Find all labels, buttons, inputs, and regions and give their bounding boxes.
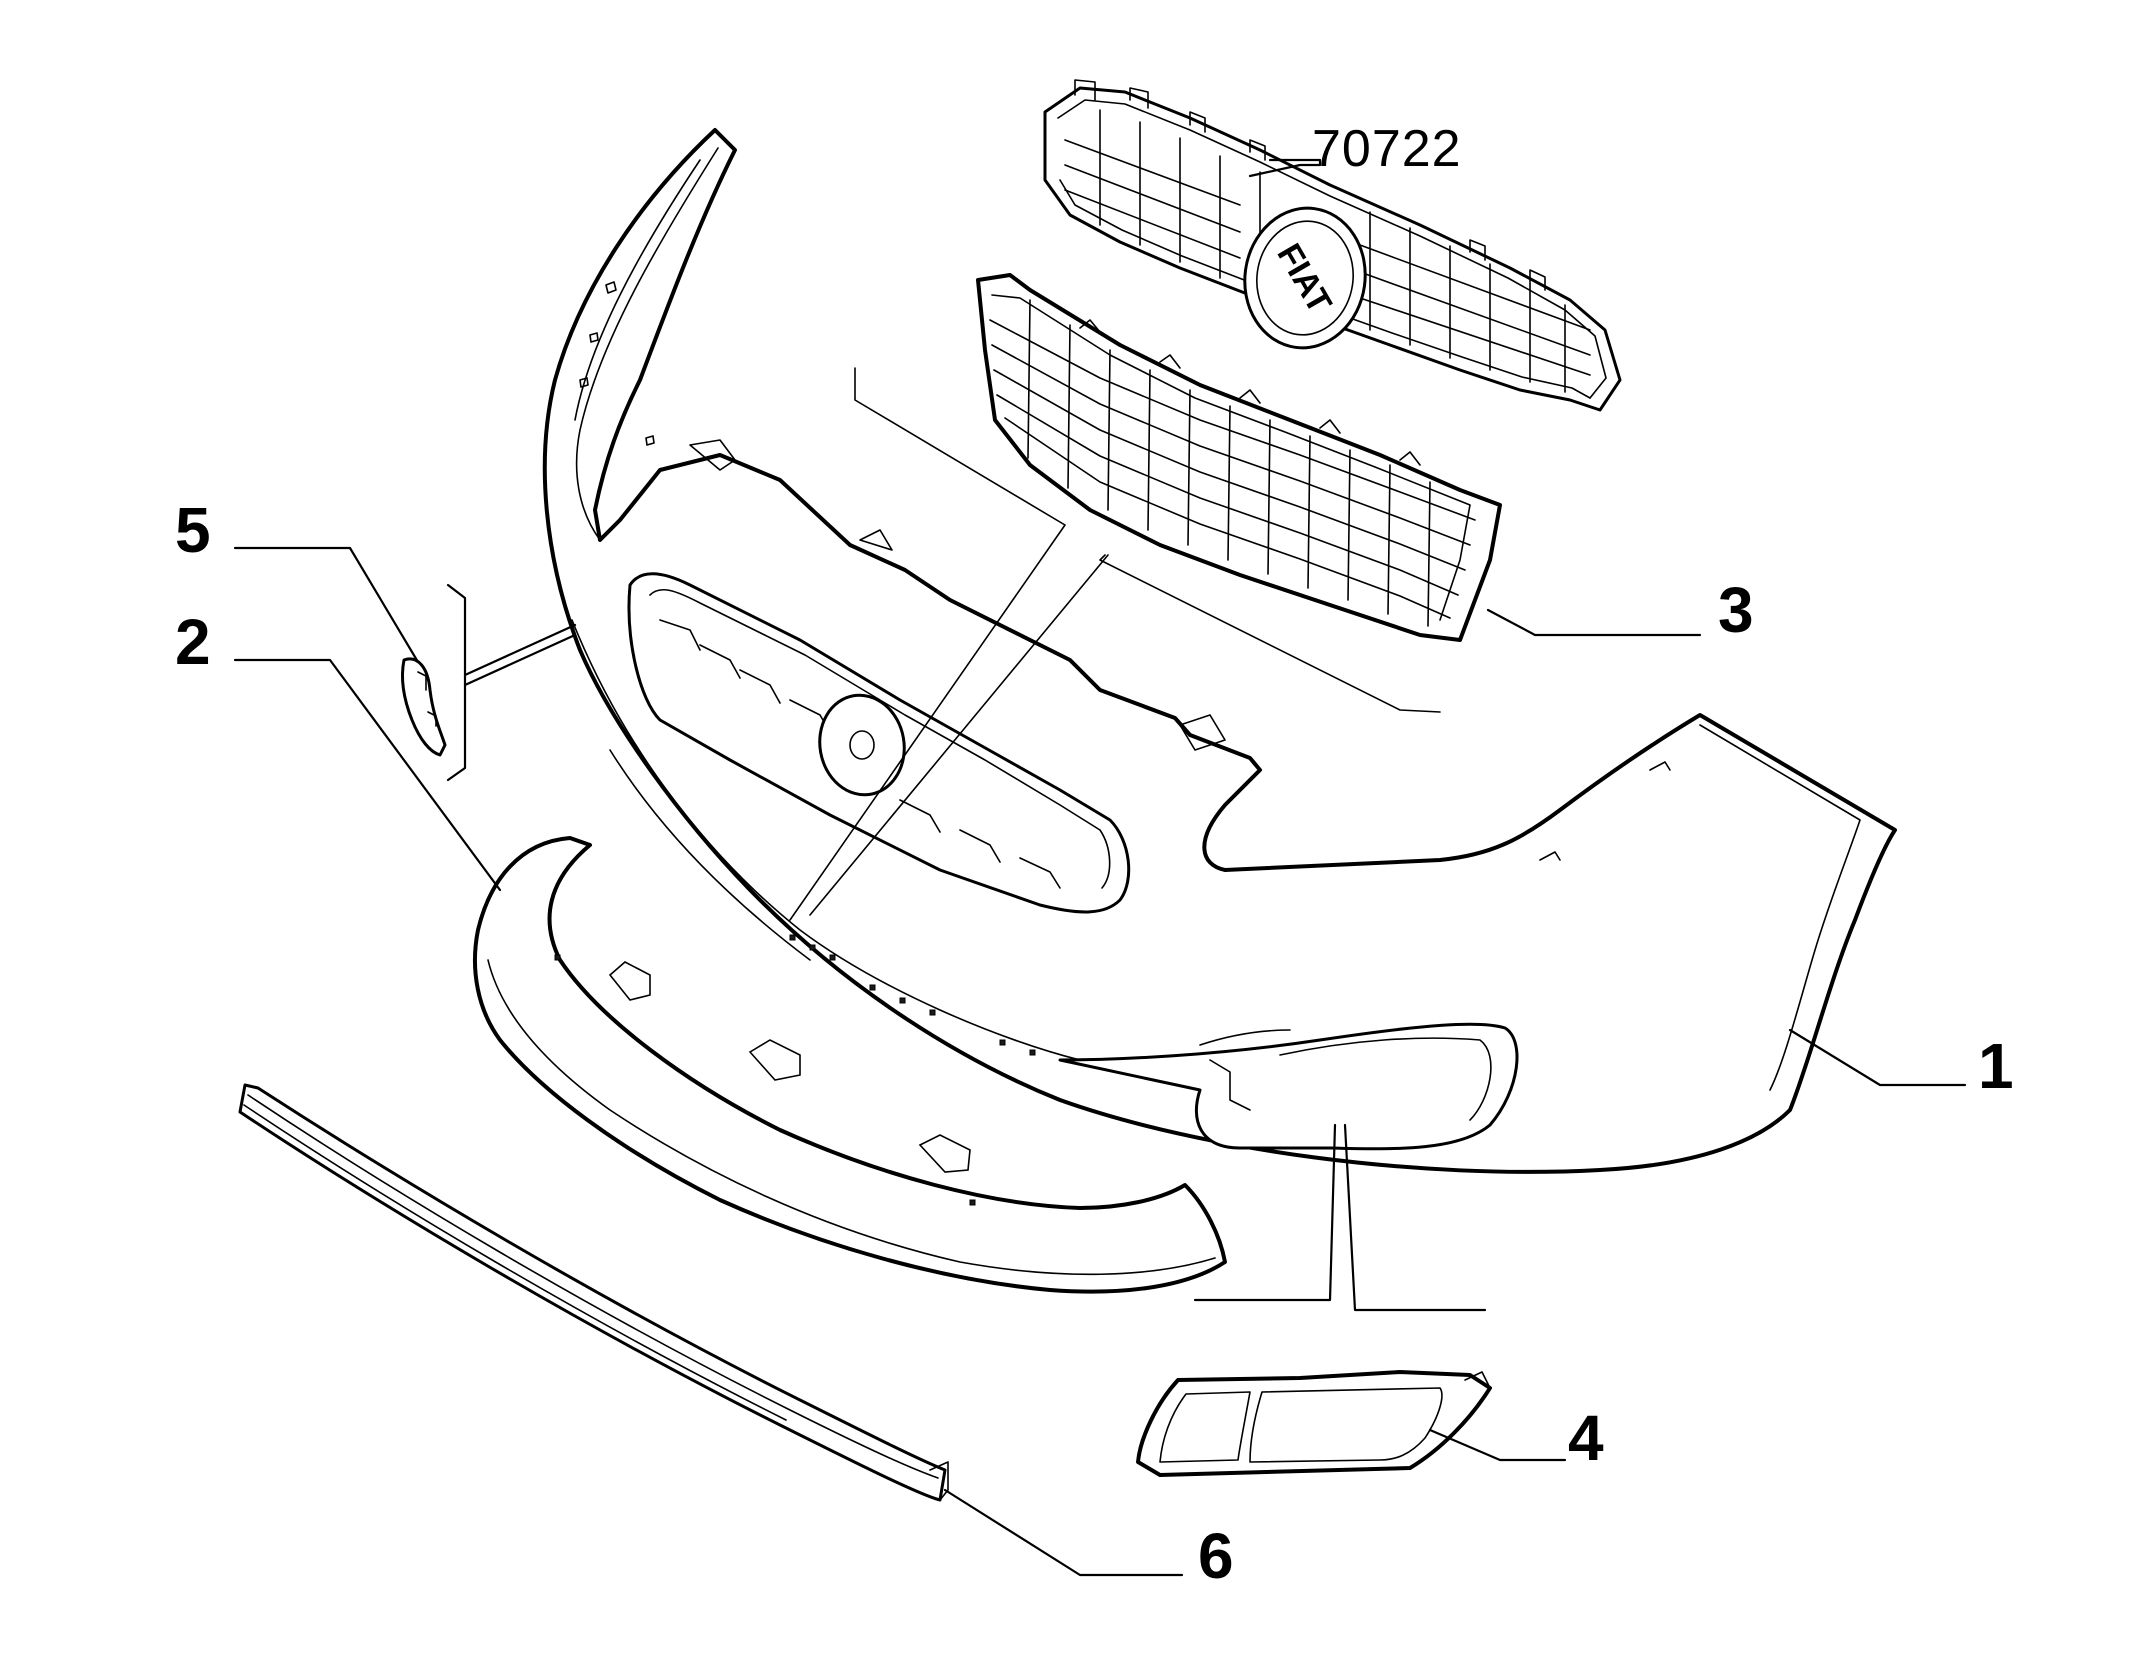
callout-item-5: 5 xyxy=(175,494,211,566)
callout-item-2: 2 xyxy=(175,606,211,678)
callout-item-3: 3 xyxy=(1718,574,1754,646)
callout-item-4: 4 xyxy=(1568,1402,1604,1474)
callout-item-1: 1 xyxy=(1978,1030,2014,1102)
tow-hook-cover xyxy=(400,657,447,757)
fog-lamp-trim xyxy=(1136,1370,1492,1477)
callout-part-number: 70722 xyxy=(1312,120,1462,178)
upper-grille: FIAT xyxy=(1043,79,1622,412)
lower-spoiler xyxy=(472,836,1227,1294)
leader-lines xyxy=(233,158,1967,1577)
callout-labels: 70722 5 2 3 1 4 6 xyxy=(175,120,2014,1592)
lower-grille xyxy=(976,273,1502,642)
callout-item-6: 6 xyxy=(1198,1520,1234,1592)
bumper-shell xyxy=(542,128,1897,1174)
trim-strip xyxy=(238,1083,949,1502)
